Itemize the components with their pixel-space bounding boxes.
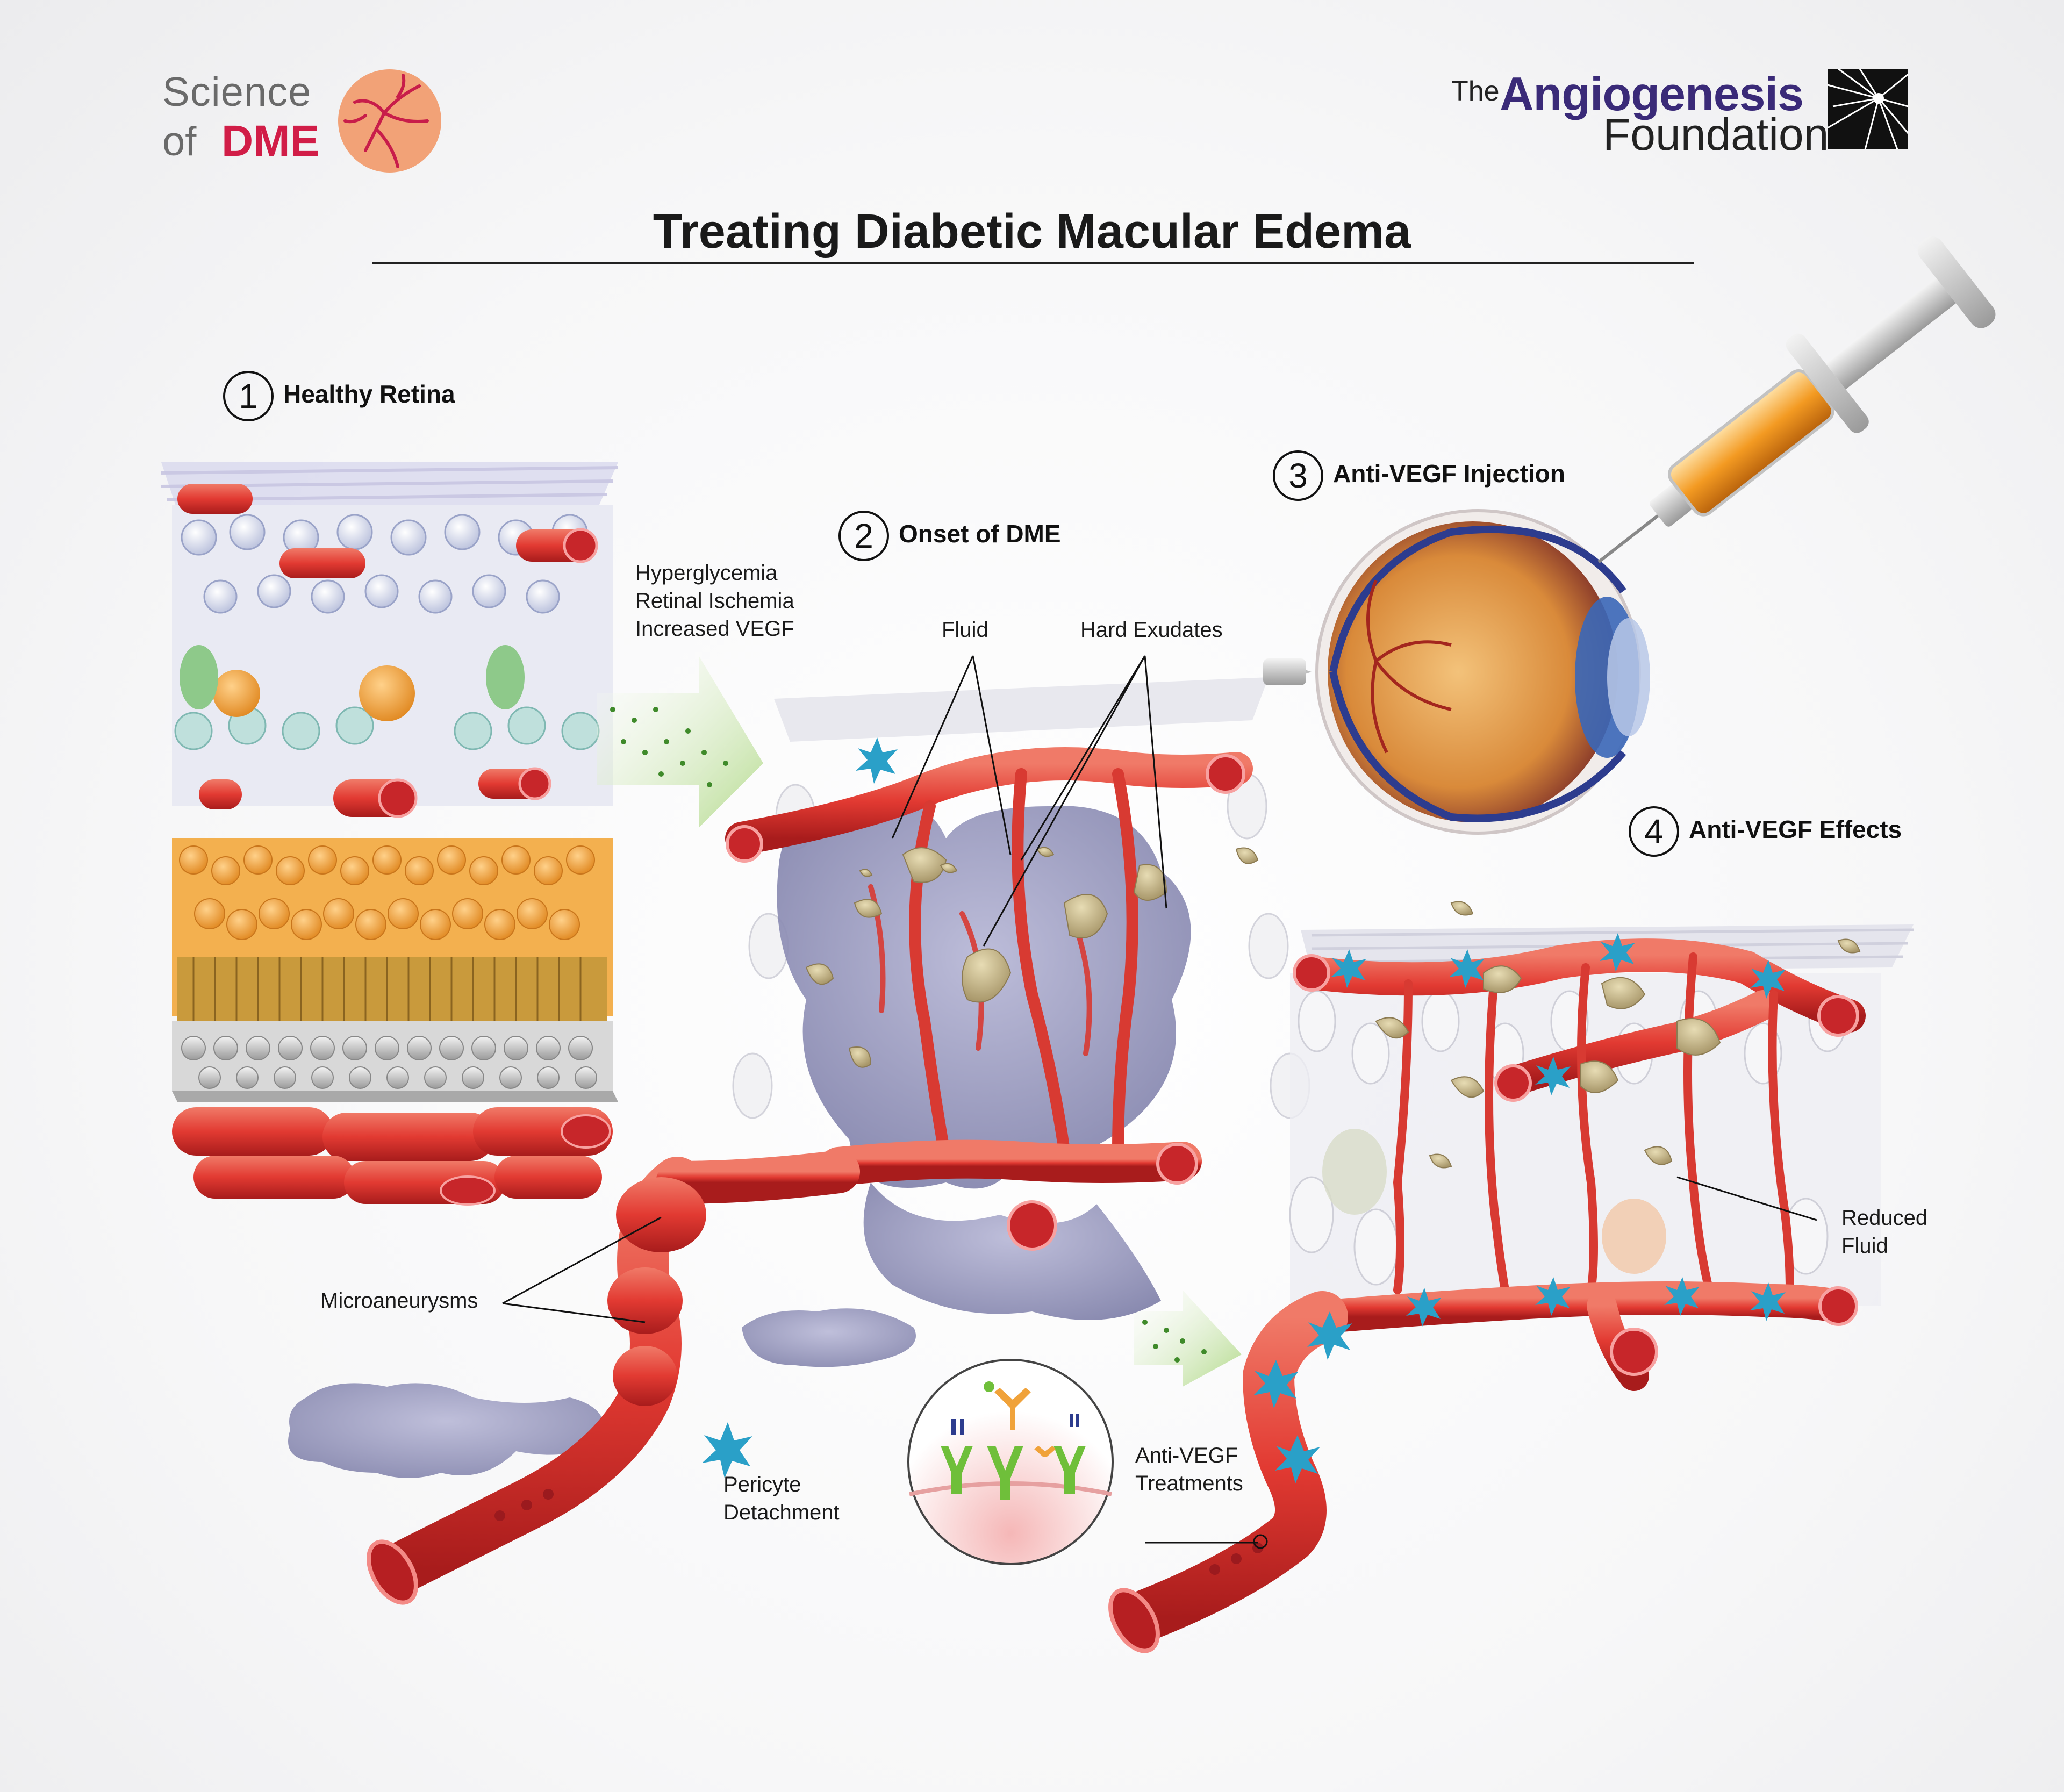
logo-angiogenesis-text: Angiogenesis <box>1500 67 1804 120</box>
cause-retinal-ischemia: Retinal Ischemia <box>635 589 794 613</box>
step-3-heading: 3 Anti-VEGF Injection <box>1273 450 1565 501</box>
microaneurysm-vessel <box>288 1150 916 1605</box>
anti-vegf-molecule-inset <box>907 1359 1114 1565</box>
cause-hyperglycemia: Hyperglycemia <box>635 561 778 585</box>
step-2-label: Onset of DME <box>899 520 1061 548</box>
step-1-label: Healthy Retina <box>283 380 455 408</box>
leader-lines <box>502 655 1817 1549</box>
step-2-heading: 2 Onset of DME <box>838 511 1061 561</box>
step-4-heading: 4 Anti-VEGF Effects <box>1629 806 1902 857</box>
label-reduced-fluid-line2: Fluid <box>1841 1234 1888 1258</box>
anti-vegf-effects-block <box>1289 901 1914 1391</box>
logo-of-text: of <box>162 119 197 164</box>
cause-increased-vegf: Increased VEGF <box>635 617 794 641</box>
causes-list: Hyperglycemia Retinal Ischemia Increased… <box>635 559 794 643</box>
eye-injection <box>1263 236 1996 835</box>
step-1-number: 1 <box>223 371 274 421</box>
step-4-number: 4 <box>1629 806 1679 857</box>
step-3-label: Anti-VEGF Injection <box>1333 460 1565 488</box>
step-2-number: 2 <box>838 511 889 561</box>
label-treatments-line2: Treatments <box>1135 1472 1243 1495</box>
treated-vessel <box>1108 1291 1352 1653</box>
label-anti-vegf-treatments: Anti-VEGF Treatments <box>1135 1442 1243 1497</box>
label-fluid: Fluid <box>942 618 988 642</box>
logo-the-text: The <box>1451 76 1500 107</box>
progression-arrow-1 <box>597 656 763 828</box>
label-hard-exudates: Hard Exudates <box>1080 618 1223 642</box>
onset-dme-block <box>725 677 1310 1320</box>
label-reduced-fluid: Reduced Fluid <box>1841 1204 1927 1260</box>
logo-dme-text: DME <box>221 117 320 166</box>
retina-logo-icon <box>338 69 441 173</box>
logo-science-text: Science <box>162 69 312 115</box>
title-divider <box>372 262 1694 264</box>
healthy-retina-block <box>161 462 619 1206</box>
starburst-logo-icon <box>1828 69 1908 149</box>
step-1-heading: 1 Healthy Retina <box>223 371 455 421</box>
label-pericyte-detachment: Pericyte Detachment <box>723 1471 840 1526</box>
progression-arrow-2 <box>1134 1290 1242 1387</box>
page-title: Treating Diabetic Macular Edema <box>653 205 1411 259</box>
label-pericyte-line2: Detachment <box>723 1501 840 1524</box>
label-microaneurysms: Microaneurysms <box>320 1289 478 1313</box>
step-3-number: 3 <box>1273 450 1323 501</box>
angiogenesis-foundation-logo: The Angiogenesis Foundation <box>1451 64 1914 161</box>
step-4-label: Anti-VEGF Effects <box>1689 815 1902 844</box>
label-pericyte-line1: Pericyte <box>723 1473 801 1496</box>
label-reduced-fluid-line1: Reduced <box>1841 1206 1928 1230</box>
logo-foundation-text: Foundation <box>1603 109 1829 160</box>
label-treatments-line1: Anti-VEGF <box>1135 1444 1238 1467</box>
science-of-dme-logo: Science of DME <box>124 64 457 173</box>
